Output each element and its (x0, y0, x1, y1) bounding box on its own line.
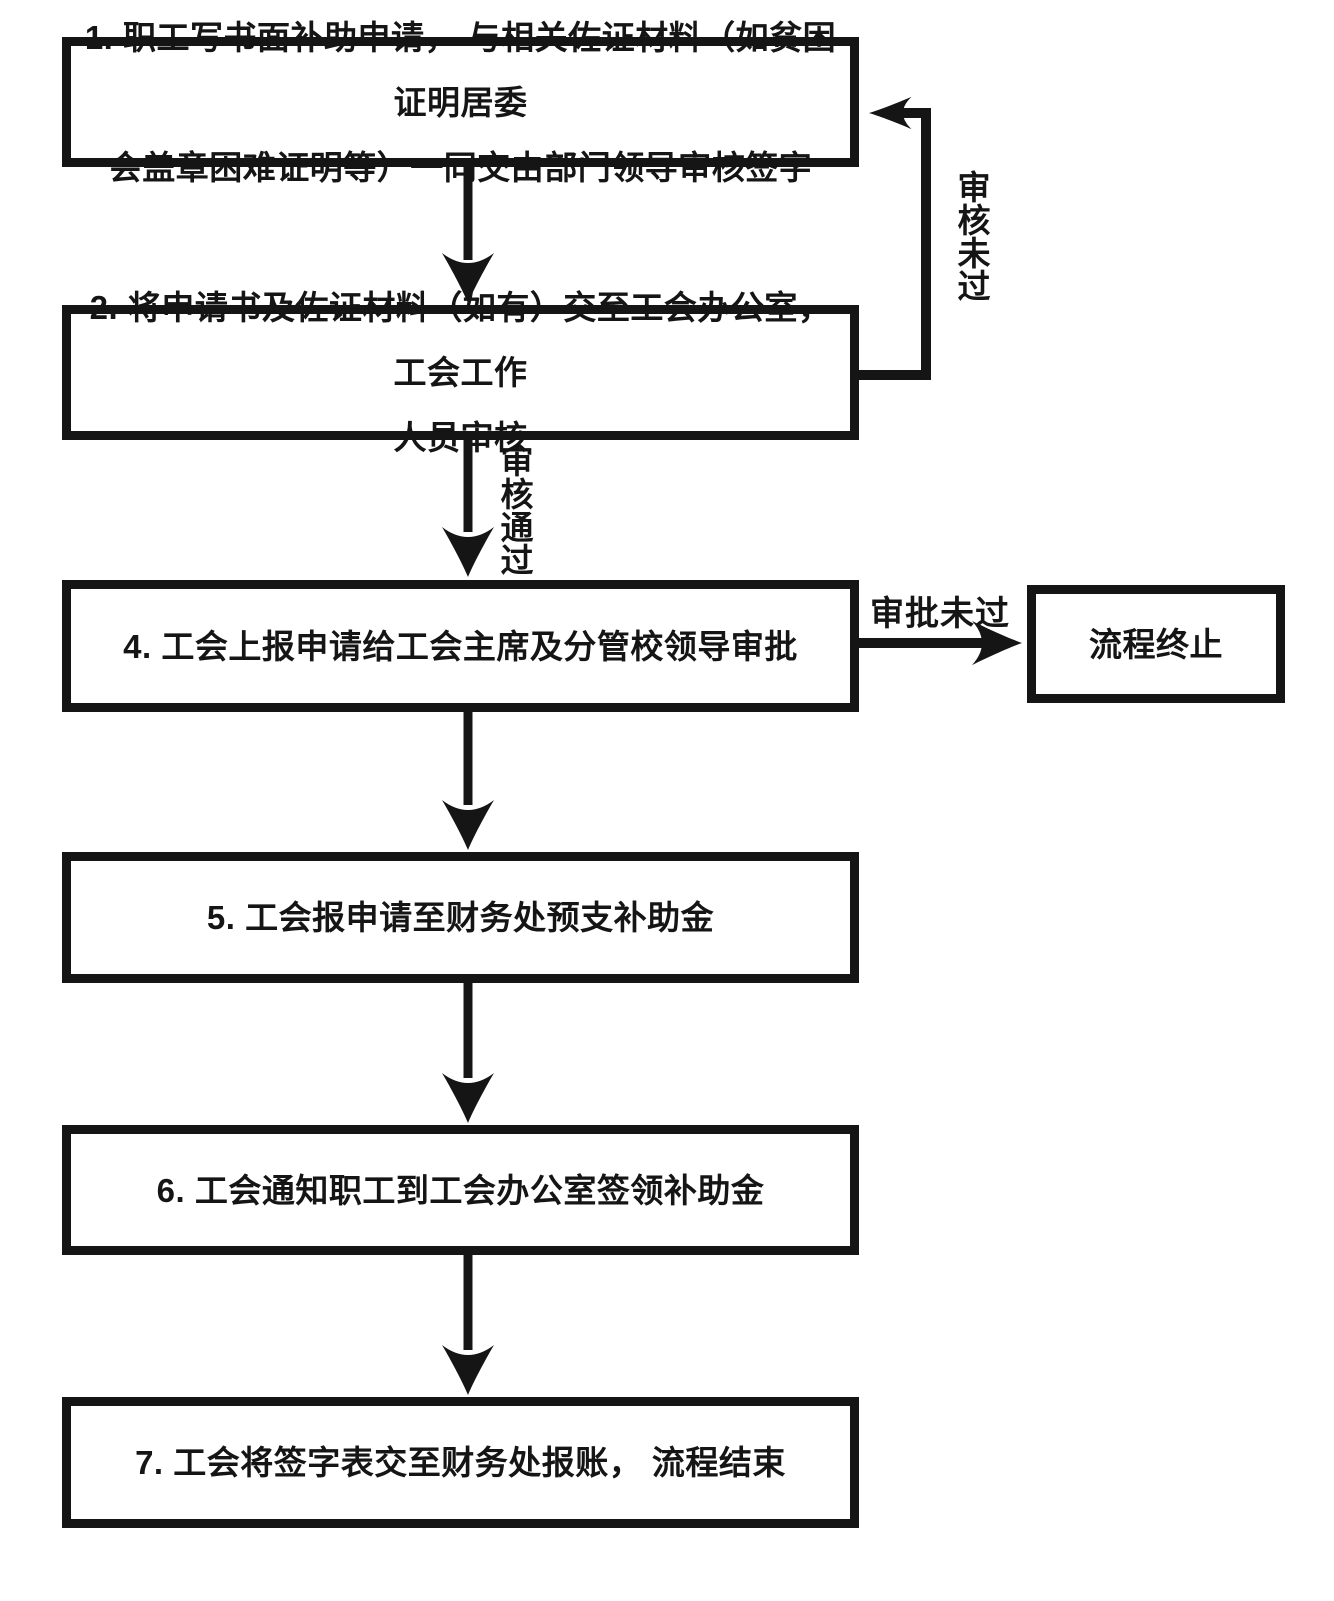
flow-step-5-box: 5. 工会报申请至财务处预支补助金 (62, 852, 859, 983)
flow-step-4-box: 4. 工会上报申请给工会主席及分管校领导审批 (62, 580, 859, 712)
arrow-review-fail-feedback-icon (859, 96, 931, 380)
flow-step-7-box: 7. 工会将签字表交至财务处报账， 流程结束 (62, 1397, 859, 1528)
flow-step-2-box: 2. 将申请书及佐证材料（如有）交至工会办公室， 工会工作 人员审核 (62, 289, 859, 456)
arrow-step6-to-step7-icon (442, 1253, 494, 1395)
arrow-step5-to-step6-icon (442, 981, 494, 1123)
flow-step-5-text: 5. 工会报申请至财务处预支补助金 (206, 899, 715, 936)
flow-terminate-text: 流程终止 (1089, 625, 1223, 663)
flow-step-2-text-line1: 2. 将申请书及佐证材料（如有）交至工会办公室， 工会工作 (89, 289, 832, 391)
edge-label-review-pass: 审核通过 (496, 444, 533, 576)
flow-step-4-text: 4. 工会上报申请给工会主席及分管校领导审批 (123, 627, 798, 665)
arrow-step2-to-step4-icon (442, 438, 494, 577)
arrow-step4-to-step5-icon (442, 710, 494, 850)
flow-terminate-box: 流程终止 (1027, 585, 1285, 703)
flow-step-7-text: 7. 工会将签字表交至财务处报账， 流程结束 (135, 1444, 786, 1481)
flow-step-2-text-line2: 人员审核 (393, 419, 528, 456)
flow-step-1-box: 1. 职工写书面补助申请， 与相关佐证材料（如贫困证明居委 会盖章困难证明等）一… (62, 19, 859, 186)
arrow-step1-to-step2-icon (442, 162, 494, 303)
flow-step-1-text-line1: 1. 职工写书面补助申请， 与相关佐证材料（如贫困证明居委 (84, 18, 837, 121)
flow-step-1-text-line2: 会盖章困难证明等）一同交由部门领导审核签字 (108, 148, 813, 186)
flow-step-6-text: 6. 工会通知职工到工会办公室签领补助金 (156, 1171, 765, 1209)
edge-label-review-fail: 审核未过 (953, 170, 990, 302)
edge-label-approve-fail: 审批未过 (870, 595, 1010, 633)
arrow-approve-fail-branch-icon (859, 620, 1022, 666)
flow-step-6-box: 6. 工会通知职工到工会办公室签领补助金 (62, 1125, 859, 1255)
